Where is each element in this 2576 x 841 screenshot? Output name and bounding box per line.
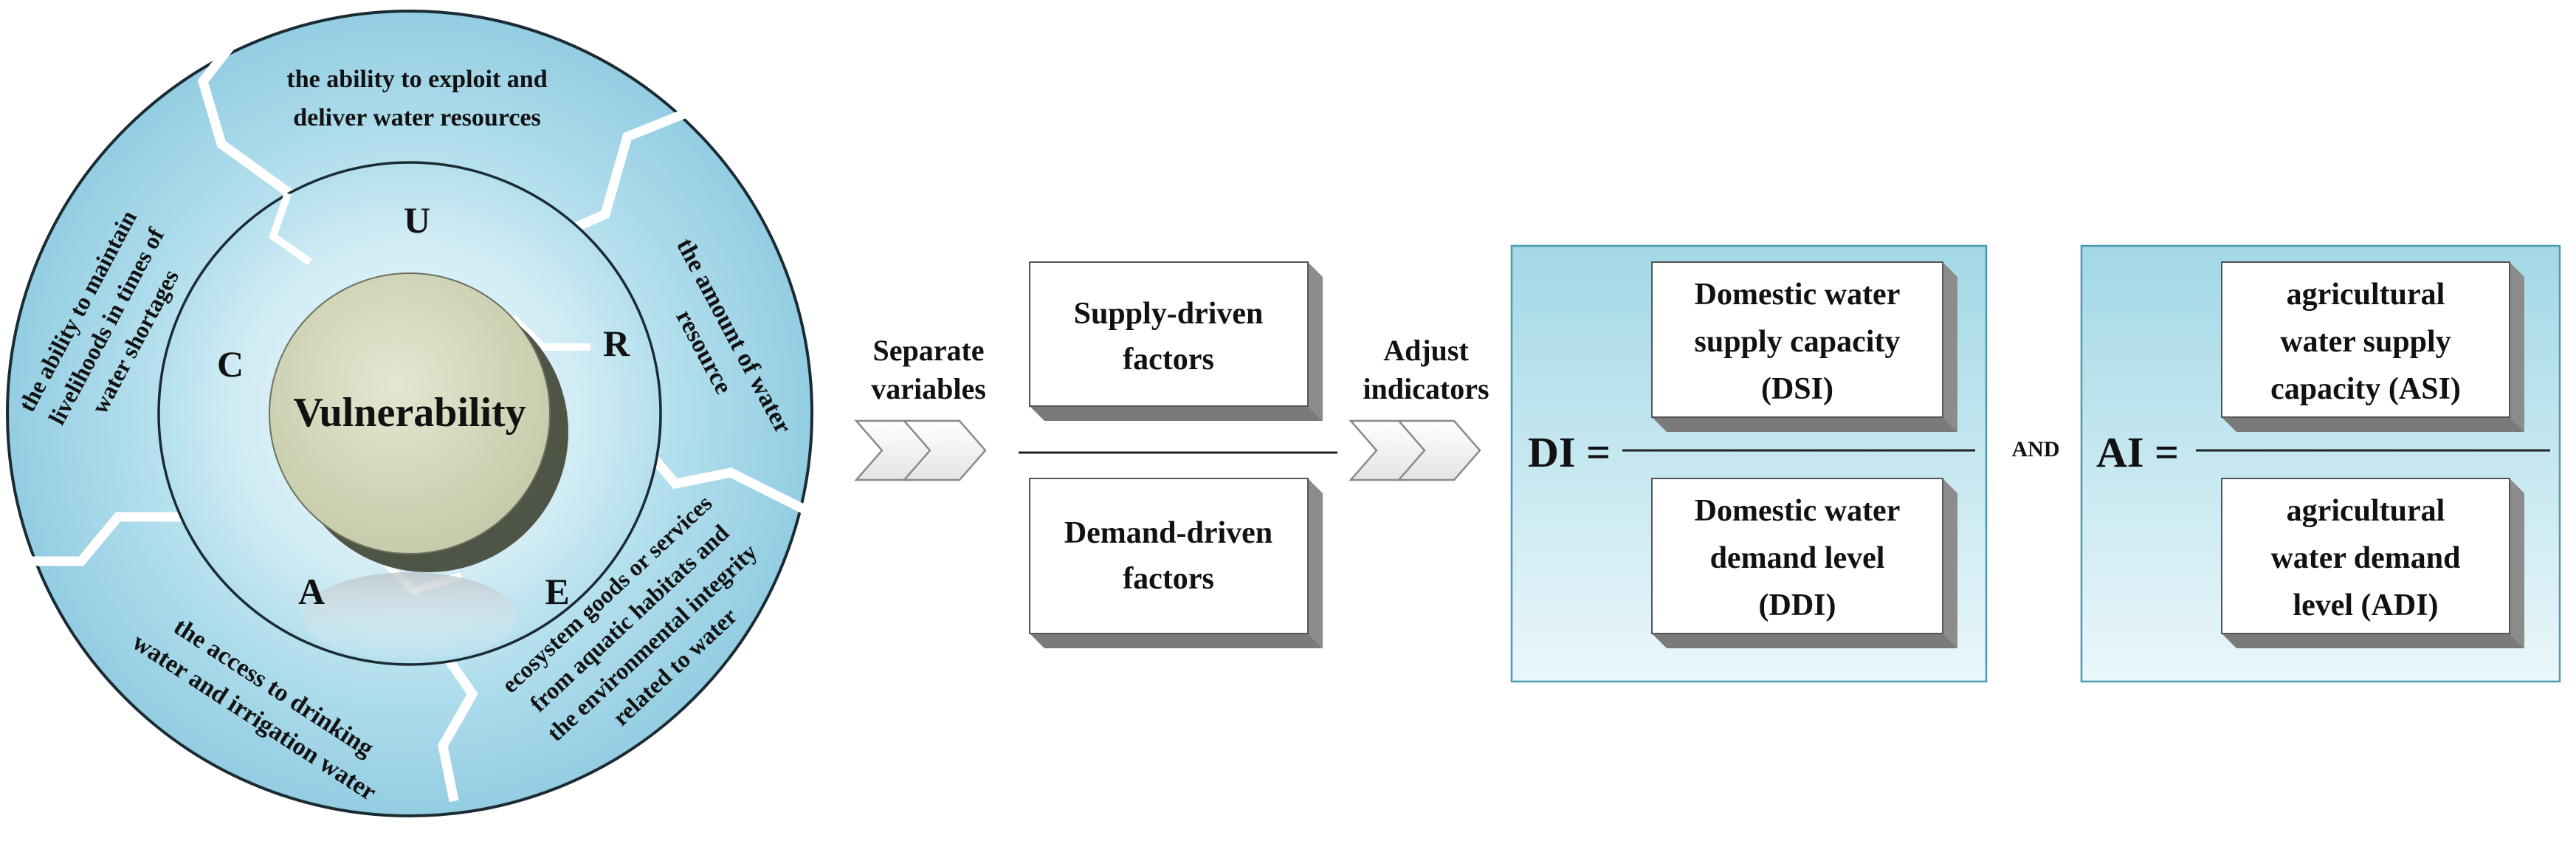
adi-line: water demand [2270, 541, 2460, 575]
ddi-line: Domestic water [1695, 494, 1901, 528]
asi-box: agricultural water supply capacity (ASI) [2221, 261, 2524, 432]
vulnerability-wheel: Vulnerability U R E A C the ability to e… [6, 10, 813, 817]
supply-box-line: Supply-driven [1074, 297, 1264, 331]
ddi-box: Domestic water demand level (DDI) [1651, 478, 1957, 648]
adi-line: level (ADI) [2293, 588, 2438, 622]
adjust-label-line: Adjust [1383, 334, 1469, 367]
and-label: AND [2012, 437, 2060, 461]
chevron-arrow-icon [1349, 419, 1481, 481]
center-label: Vulnerability [293, 390, 526, 436]
demand-box-line: Demand-driven [1064, 516, 1272, 550]
ddi-line: demand level [1710, 541, 1885, 575]
adjust-label-line: indicators [1363, 372, 1489, 405]
demand-box-line: factors [1123, 562, 1214, 596]
adjust-indicators-label: Adjust indicators [1363, 334, 1489, 405]
outer-top-line: the ability to exploit and [286, 66, 547, 93]
letter-r: R [603, 323, 630, 364]
letter-e: E [545, 571, 569, 612]
dsi-line: (DSI) [1761, 372, 1833, 406]
supply-driven-box: Supply-driven factors [1029, 261, 1323, 421]
adi-box: agricultural water demand level (ADI) [2221, 478, 2524, 648]
ai-label: AI = [2096, 428, 2179, 476]
asi-line: water supply [2280, 325, 2451, 359]
core-reflection [303, 572, 517, 661]
letter-a: A [298, 571, 325, 612]
ddi-line: (DDI) [1759, 588, 1836, 622]
chevron-arrow-icon [854, 419, 987, 481]
letter-u: U [404, 199, 430, 241]
dsi-box: Domestic water supply capacity (DSI) [1651, 261, 1957, 432]
separate-variables-label: Separate variables [871, 334, 986, 405]
asi-line: agricultural [2287, 278, 2445, 312]
supply-box-line: factors [1123, 343, 1214, 377]
di-panel: DI = Domestic water supply capacity (DSI… [1510, 244, 1988, 683]
adi-line: agricultural [2287, 494, 2445, 528]
di-label: DI = [1528, 428, 1611, 476]
ai-panel: AI = agricultural water supply capacity … [2080, 244, 2561, 683]
letter-c: C [217, 343, 244, 385]
dsi-line: supply capacity [1695, 325, 1901, 359]
asi-line: capacity (ASI) [2270, 372, 2461, 406]
core-circle [269, 272, 551, 555]
outer-top-line: deliver water resources [293, 104, 541, 131]
demand-driven-box: Demand-driven factors [1029, 478, 1323, 648]
separate-label-line: Separate [872, 334, 984, 367]
separate-label-line: variables [871, 372, 986, 405]
outer-text-top: the ability to exploit and deliver water… [286, 66, 547, 131]
dsi-line: Domestic water [1695, 278, 1901, 312]
